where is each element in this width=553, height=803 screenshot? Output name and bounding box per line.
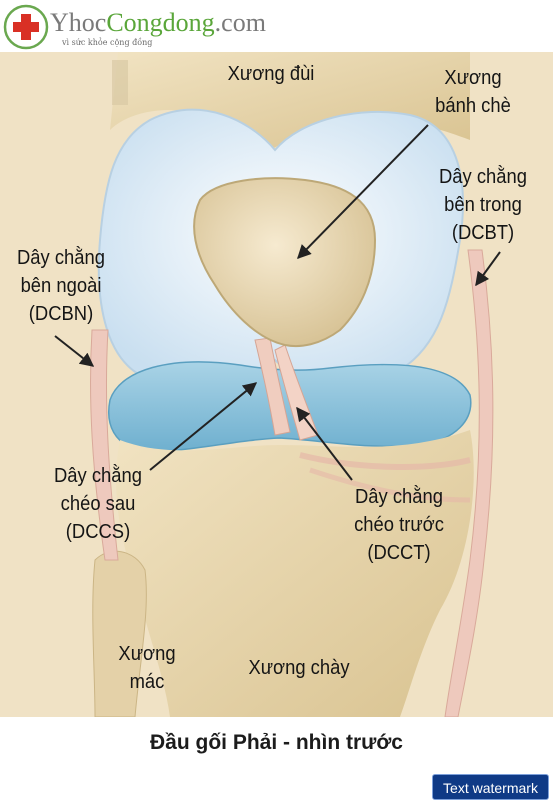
label-mcl-line1: Dây chằng [439, 166, 527, 188]
label-acl-line3: (DCCT) [367, 542, 431, 564]
label-patella-line2: bánh chè [435, 95, 511, 117]
patella-arrow [297, 124, 429, 260]
tendon-strands [299, 452, 471, 470]
header-band [0, 0, 553, 52]
tibia-shape [116, 430, 474, 717]
logo-part-com: .com [214, 8, 266, 37]
label-pcl: Dây chằng chéo sau (DCCS) [42, 462, 154, 546]
femur-shape [110, 52, 470, 150]
label-mcl-line3: (DCBT) [451, 222, 515, 244]
label-fibula-line2: mác [129, 671, 165, 693]
patella-shape [193, 177, 377, 348]
pcl-arrow [149, 382, 258, 471]
label-acl: Dây chằng chéo trước (DCCT) [339, 483, 459, 567]
label-mcl-line2: bên trong [444, 194, 522, 216]
logo-tagline: vì sức khỏe cộng đồng [62, 38, 153, 47]
logo-part-congdong: Congdong [106, 8, 215, 37]
label-lcl-line1: Dây chằng [17, 247, 105, 269]
label-patella: Xương bánh chè [413, 64, 533, 120]
label-fibula: Xương mác [96, 640, 197, 696]
label-lcl-line3: (DCBN) [28, 303, 94, 325]
tendon-strands [309, 467, 471, 503]
text-watermark-button[interactable]: Text watermark [432, 774, 549, 800]
label-patella-line1: Xương [444, 67, 502, 89]
label-fibula-line1: Xương [118, 643, 176, 665]
label-lcl: Dây chằng bên ngoài (DCBN) [5, 244, 117, 328]
logo-part-yhoc: Yhoc [50, 8, 107, 37]
posterior-cruciate-ligament [254, 337, 291, 436]
lcl-arrow [54, 335, 95, 367]
label-femur: Xương đùi [227, 63, 315, 85]
site-logo: YhocCongdong.com vì sức khỏe cộng đồng [4, 4, 274, 52]
fibula-shape [92, 550, 147, 718]
mcl-arrow [475, 251, 501, 287]
label-tibia: Xương chày [248, 657, 350, 679]
label-acl-line2: chéo trước [354, 514, 444, 536]
ruler-mark [112, 60, 128, 105]
label-pcl-line2: chéo sau [60, 493, 136, 515]
label-lcl-line2: bên ngoài [20, 275, 102, 297]
label-pcl-line1: Dây chằng [54, 465, 142, 487]
acl-arrow [296, 406, 353, 481]
lateral-collateral-ligament [90, 329, 119, 561]
figure-caption: Đầu gối Phải - nhìn trước [150, 731, 403, 754]
label-pcl-line3: (DCCS) [65, 521, 131, 543]
logo-cross-icon [13, 14, 39, 40]
logo-wordmark: YhocCongdong.com [50, 9, 266, 37]
label-mcl: Dây chằng bên trong (DCBT) [423, 163, 543, 247]
label-acl-line1: Dây chằng [355, 486, 443, 508]
